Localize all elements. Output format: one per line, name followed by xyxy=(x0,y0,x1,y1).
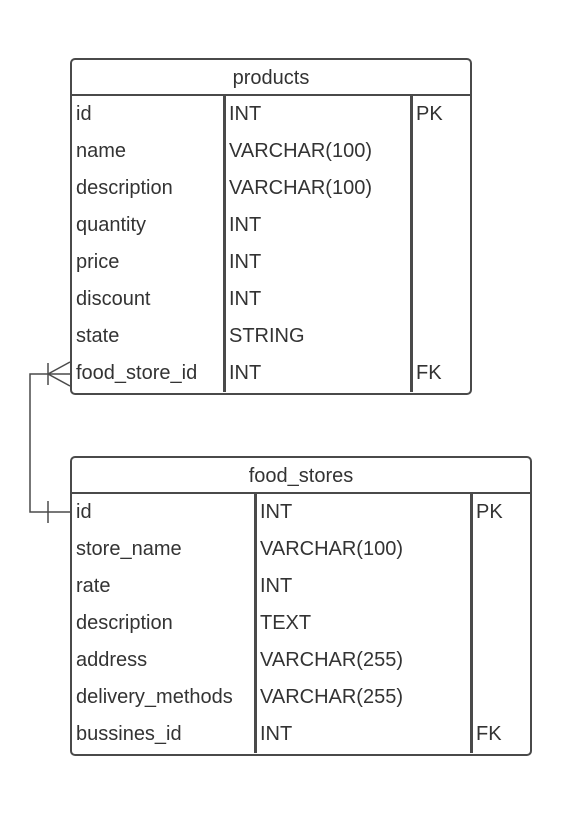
field-name: food_store_id xyxy=(76,362,198,384)
table-row[interactable]: discount INT xyxy=(72,281,470,318)
table-row[interactable]: name VARCHAR(100) xyxy=(72,133,470,170)
table-row[interactable]: food_store_id INT FK xyxy=(72,355,470,392)
field-name: description xyxy=(76,612,173,634)
field-type: INT xyxy=(229,214,262,236)
field-type: INT xyxy=(229,251,262,273)
field-type: VARCHAR(100) xyxy=(229,140,372,162)
table-row[interactable]: state STRING xyxy=(72,318,470,355)
table-row[interactable]: description VARCHAR(100) xyxy=(72,170,470,207)
field-type: INT xyxy=(260,575,293,597)
field-name: discount xyxy=(76,288,151,310)
field-type: TEXT xyxy=(260,612,312,634)
field-type: INT xyxy=(229,288,262,310)
field-type: INT xyxy=(260,723,293,745)
field-type: INT xyxy=(229,362,262,384)
field-name: store_name xyxy=(76,538,182,560)
field-name: quantity xyxy=(76,214,147,236)
field-name: description xyxy=(76,177,173,199)
table-row[interactable]: description TEXT xyxy=(72,605,530,642)
entity-products[interactable]: products id INT PK name VARCHAR(100) des… xyxy=(70,58,472,395)
field-type: INT xyxy=(260,501,293,523)
field-key: PK xyxy=(416,103,443,125)
table-row[interactable]: store_name VARCHAR(100) xyxy=(72,531,530,568)
table-row[interactable]: delivery_methods VARCHAR(255) xyxy=(72,679,530,716)
field-type: VARCHAR(100) xyxy=(229,177,372,199)
field-key: FK xyxy=(476,723,502,745)
field-name: address xyxy=(76,649,148,671)
table-row[interactable]: quantity INT xyxy=(72,207,470,244)
table-row[interactable]: rate INT xyxy=(72,568,530,605)
column-divider xyxy=(254,494,257,753)
entity-rows: id INT PK store_name VARCHAR(100) rate I… xyxy=(72,494,530,753)
relationship-line xyxy=(29,373,70,513)
table-row[interactable]: id INT PK xyxy=(72,96,470,133)
field-type: INT xyxy=(229,103,262,125)
crows-foot-mark xyxy=(47,373,71,387)
column-divider xyxy=(410,96,413,392)
field-key: FK xyxy=(416,362,442,384)
field-type: VARCHAR(255) xyxy=(260,649,403,671)
crows-foot-mark xyxy=(47,361,71,375)
field-type: VARCHAR(100) xyxy=(260,538,403,560)
field-name: price xyxy=(76,251,120,273)
entity-title: products xyxy=(72,60,470,96)
table-row[interactable]: price INT xyxy=(72,244,470,281)
field-name: state xyxy=(76,325,120,347)
field-type: STRING xyxy=(229,325,305,347)
table-row[interactable]: address VARCHAR(255) xyxy=(72,642,530,679)
entity-rows: id INT PK name VARCHAR(100) description … xyxy=(72,96,470,392)
column-divider xyxy=(470,494,473,753)
field-key: PK xyxy=(476,501,503,523)
table-row[interactable]: id INT PK xyxy=(72,494,530,531)
field-name: name xyxy=(76,140,127,162)
field-name: delivery_methods xyxy=(76,686,233,708)
field-name: id xyxy=(76,501,92,523)
table-row[interactable]: bussines_id INT FK xyxy=(72,716,530,753)
entity-title: food_stores xyxy=(72,458,530,494)
entity-food-stores[interactable]: food_stores id INT PK store_name VARCHAR… xyxy=(70,456,532,756)
field-name: bussines_id xyxy=(76,723,182,745)
field-name: id xyxy=(76,103,92,125)
column-divider xyxy=(223,96,226,392)
field-name: rate xyxy=(76,575,111,597)
field-type: VARCHAR(255) xyxy=(260,686,403,708)
